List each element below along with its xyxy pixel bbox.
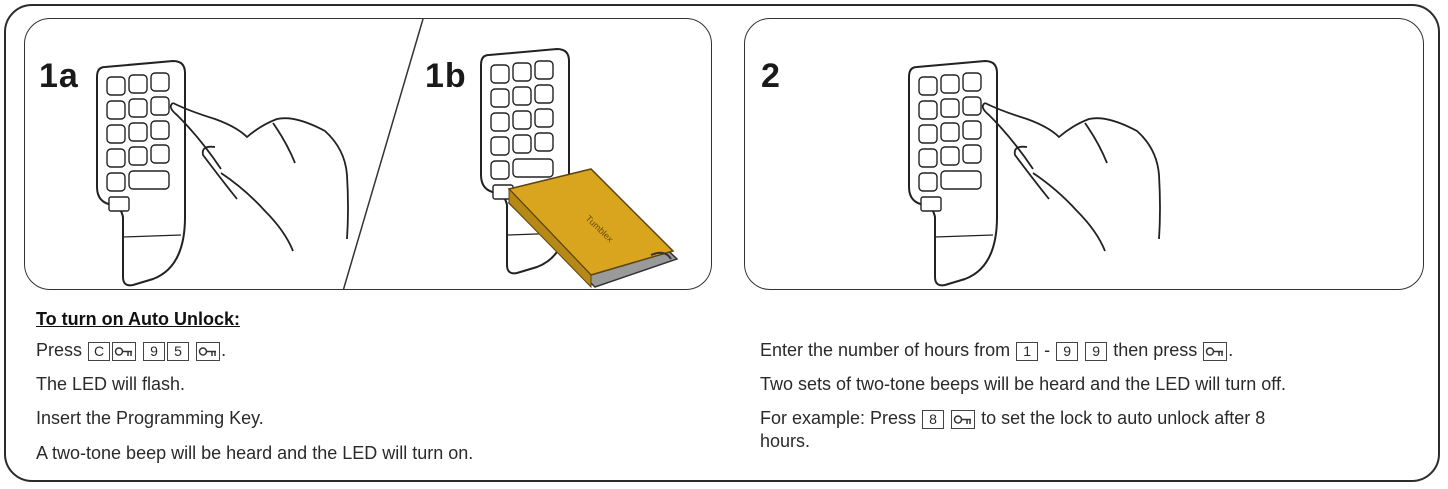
illustration-panel-2: 2 (744, 18, 1424, 290)
led-flash-line: The LED will flash. (36, 373, 185, 395)
range-dash: - (1044, 340, 1050, 360)
key-9: 9 (1056, 342, 1078, 361)
keypad-lock-illustration (909, 61, 997, 285)
step-label-1b: 1b (425, 57, 467, 96)
step-label-1a: 1a (39, 57, 79, 96)
key-1: 1 (1016, 342, 1038, 361)
beep-on-line: A two-tone beep will be heard and the LE… (36, 442, 473, 464)
key-5: 5 (167, 342, 189, 361)
key-c: C (88, 342, 110, 361)
example-continuation: hours. (760, 430, 810, 452)
keypad-lock-illustration (97, 61, 185, 285)
illustration-panel-1: Tumblex 1a 1b (24, 18, 712, 290)
press-prefix: Press (36, 340, 82, 360)
pointing-hand-illustration (171, 103, 348, 251)
two-sets-beeps-line: Two sets of two-tone beeps will be heard… (760, 373, 1286, 395)
insert-key-line: Insert the Programming Key. (36, 407, 264, 429)
enter-prefix: Enter the number of hours from (760, 340, 1010, 360)
example-suffix: to set the lock to auto unlock after 8 (981, 408, 1265, 428)
key-icon (951, 410, 975, 429)
key-8: 8 (922, 410, 944, 429)
key-9: 9 (1085, 342, 1107, 361)
key-icon (196, 342, 220, 361)
key-icon (1203, 342, 1227, 361)
then-press: then press (1113, 340, 1197, 360)
step-label-2: 2 (761, 57, 781, 96)
enter-hours-line: Enter the number of hours from 1 - 9 9 t… (760, 339, 1233, 361)
programming-key-illustration: Tumblex (509, 169, 677, 287)
auto-unlock-heading: To turn on Auto Unlock: (36, 308, 240, 330)
example-prefix: For example: Press (760, 408, 916, 428)
pointing-hand-illustration (983, 103, 1160, 251)
key-9: 9 (143, 342, 165, 361)
key-icon (112, 342, 136, 361)
example-line: For example: Press 8 to set the lock to … (760, 407, 1265, 429)
